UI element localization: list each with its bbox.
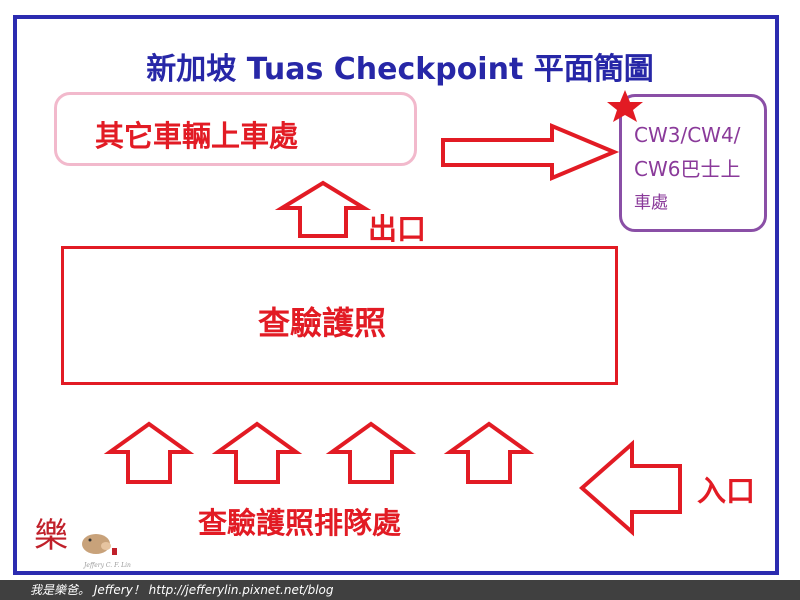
passport-check-box: [61, 246, 618, 385]
footer-watermark-text: 我是樂爸。 Jeffery！ http://jefferylin.pixnet.…: [30, 583, 334, 597]
logo-caption: Jeffery C. F. Lin: [84, 562, 131, 569]
exit-label: 出口: [368, 212, 427, 246]
other-vehicles-pickup-box: [54, 92, 417, 166]
star-icon: [607, 90, 643, 122]
bus-pickup-box: [619, 94, 767, 232]
logo-pig-icon: [82, 534, 117, 555]
queue-up-arrow-icon-4: [443, 421, 535, 484]
exit-up-arrow-icon: [274, 180, 372, 238]
right-arrow-icon: [441, 122, 620, 182]
queue-up-arrow-icon-1: [103, 421, 195, 484]
entry-label: 入口: [697, 474, 756, 508]
bus-pickup-line-3: 車處: [634, 193, 668, 213]
bus-pickup-line-2: CW6巴士上: [634, 157, 741, 181]
diagram-frame: [13, 15, 779, 575]
entry-left-arrow-icon: [578, 439, 682, 537]
queue-up-arrow-icon-3: [325, 421, 417, 484]
queue-up-arrow-icon-2: [211, 421, 303, 484]
bus-pickup-label: CW3/CW4/ CW6巴士上 車處: [634, 118, 768, 220]
queue-area-label: 查驗護照排隊處: [198, 506, 402, 540]
diagram-title: 新加坡 Tuas Checkpoint 平面簡圖: [146, 52, 654, 87]
passport-check-label: 查驗護照: [258, 304, 387, 342]
footer-bar: [0, 580, 800, 600]
other-vehicles-pickup-label: 其它車輛上車處: [95, 119, 299, 153]
logo-mark: 樂: [34, 516, 68, 556]
bus-pickup-line-1: CW3/CW4/: [634, 123, 741, 147]
